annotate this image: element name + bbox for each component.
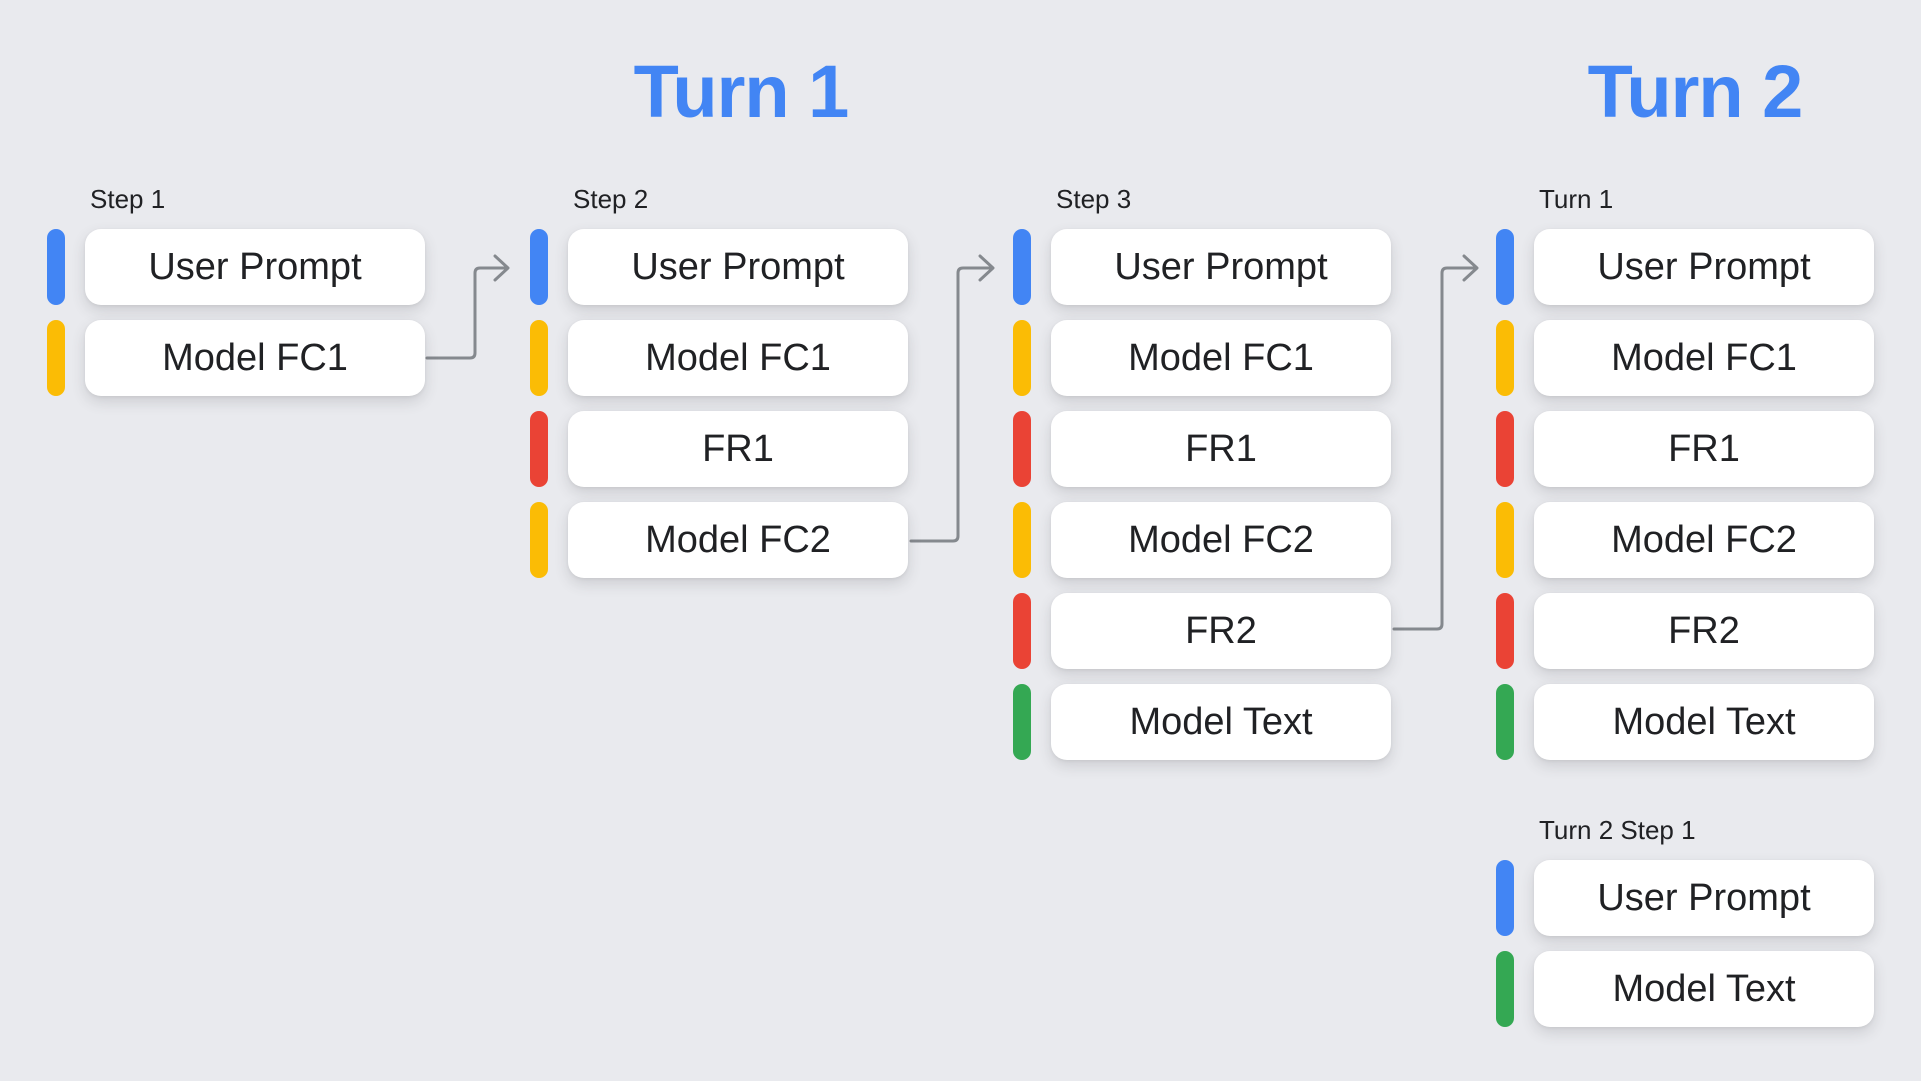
card-row: User Prompt [1496, 860, 1874, 936]
card-label: Model FC1 [1611, 336, 1797, 379]
model-fc-color-bar [1496, 320, 1514, 396]
model-text-color-bar [1013, 684, 1031, 760]
card-row: Model Text [1013, 684, 1391, 760]
card-row: Model FC1 [47, 320, 425, 396]
card-fr1: FR1 [568, 411, 908, 487]
card-label: FR1 [1185, 427, 1257, 470]
user-prompt-color-bar [47, 229, 65, 305]
card-row: Model FC2 [530, 502, 908, 578]
card-model-fc2: Model FC2 [1534, 502, 1874, 578]
card-label: Model FC1 [162, 336, 348, 379]
user-prompt-color-bar [1496, 860, 1514, 936]
card-label: FR2 [1668, 609, 1740, 652]
card-model-fc1: Model FC1 [1534, 320, 1874, 396]
card-row: FR2 [1013, 593, 1391, 669]
flow-arrow-step1-to-step2 [425, 254, 510, 360]
card-model-fc2: Model FC2 [1051, 502, 1391, 578]
card-row: User Prompt [530, 229, 908, 305]
flow-arrow-step2-to-step3 [909, 254, 995, 543]
card-model-text: Model Text [1534, 951, 1874, 1027]
card-row: FR1 [1496, 411, 1874, 487]
card-row: User Prompt [47, 229, 425, 305]
turn-2-title: Turn 2 [1587, 50, 1804, 133]
card-model-fc1: Model FC1 [85, 320, 425, 396]
card-row: FR1 [1013, 411, 1391, 487]
user-prompt-color-bar [530, 229, 548, 305]
group-step-1: Step 1 User Prompt Model FC1 [47, 185, 425, 411]
card-row: FR2 [1496, 593, 1874, 669]
card-user-prompt: User Prompt [1051, 229, 1391, 305]
card-label: FR1 [1668, 427, 1740, 470]
card-label: FR1 [702, 427, 774, 470]
model-fc-color-bar [1013, 502, 1031, 578]
card-user-prompt: User Prompt [1534, 860, 1874, 936]
group-label: Step 3 [1056, 184, 1132, 214]
card-row: User Prompt [1496, 229, 1874, 305]
group-label: Step 1 [90, 184, 166, 214]
turn-1-title: Turn 1 [633, 50, 850, 133]
function-response-color-bar [1496, 411, 1514, 487]
card-model-text: Model Text [1051, 684, 1391, 760]
card-label: Model FC2 [1611, 518, 1797, 561]
group-step-3: Step 3 User Prompt Model FC1 FR1 Model F… [1013, 185, 1391, 775]
card-row: Model Text [1496, 684, 1874, 760]
group-label: Turn 2 Step 1 [1539, 815, 1696, 845]
card-row: Model Text [1496, 951, 1874, 1027]
group-label: Step 2 [573, 184, 649, 214]
model-text-color-bar [1496, 951, 1514, 1027]
card-label: User Prompt [148, 245, 362, 288]
model-fc-color-bar [530, 502, 548, 578]
card-label: User Prompt [1597, 876, 1811, 919]
card-row: Model FC2 [1013, 502, 1391, 578]
card-label: Model FC2 [1128, 518, 1314, 561]
function-response-color-bar [1013, 593, 1031, 669]
flow-arrow-step3-to-turn1 [1392, 254, 1479, 631]
card-user-prompt: User Prompt [85, 229, 425, 305]
function-response-color-bar [1496, 593, 1514, 669]
card-label: User Prompt [1597, 245, 1811, 288]
card-label: Model Text [1129, 700, 1313, 743]
card-model-fc1: Model FC1 [568, 320, 908, 396]
card-row: Model FC2 [1496, 502, 1874, 578]
card-fr2: FR2 [1534, 593, 1874, 669]
function-response-color-bar [530, 411, 548, 487]
user-prompt-color-bar [1013, 229, 1031, 305]
model-fc-color-bar [1496, 502, 1514, 578]
card-label: Model FC2 [645, 518, 831, 561]
card-model-text: Model Text [1534, 684, 1874, 760]
group-label: Turn 1 [1539, 184, 1614, 214]
card-label: Model Text [1612, 967, 1796, 1010]
card-model-fc2: Model FC2 [568, 502, 908, 578]
group-turn-2-step-1: Turn 2 Step 1 User Prompt Model Text [1496, 816, 1874, 1042]
group-turn-1-history: Turn 1 User Prompt Model FC1 FR1 Model F… [1496, 185, 1874, 775]
card-label: Model FC1 [645, 336, 831, 379]
card-label: User Prompt [1114, 245, 1328, 288]
card-model-fc1: Model FC1 [1051, 320, 1391, 396]
model-text-color-bar [1496, 684, 1514, 760]
card-row: FR1 [530, 411, 908, 487]
card-row: Model FC1 [530, 320, 908, 396]
model-fc-color-bar [47, 320, 65, 396]
card-row: User Prompt [1013, 229, 1391, 305]
card-fr2: FR2 [1051, 593, 1391, 669]
card-fr1: FR1 [1051, 411, 1391, 487]
card-user-prompt: User Prompt [568, 229, 908, 305]
card-label: User Prompt [631, 245, 845, 288]
card-label: Model Text [1612, 700, 1796, 743]
card-user-prompt: User Prompt [1534, 229, 1874, 305]
function-response-color-bar [1013, 411, 1031, 487]
card-fr1: FR1 [1534, 411, 1874, 487]
user-prompt-color-bar [1496, 229, 1514, 305]
model-fc-color-bar [530, 320, 548, 396]
card-label: FR2 [1185, 609, 1257, 652]
card-label: Model FC1 [1128, 336, 1314, 379]
card-row: Model FC1 [1013, 320, 1391, 396]
card-row: Model FC1 [1496, 320, 1874, 396]
model-fc-color-bar [1013, 320, 1031, 396]
group-step-2: Step 2 User Prompt Model FC1 FR1 Model F… [530, 185, 908, 593]
